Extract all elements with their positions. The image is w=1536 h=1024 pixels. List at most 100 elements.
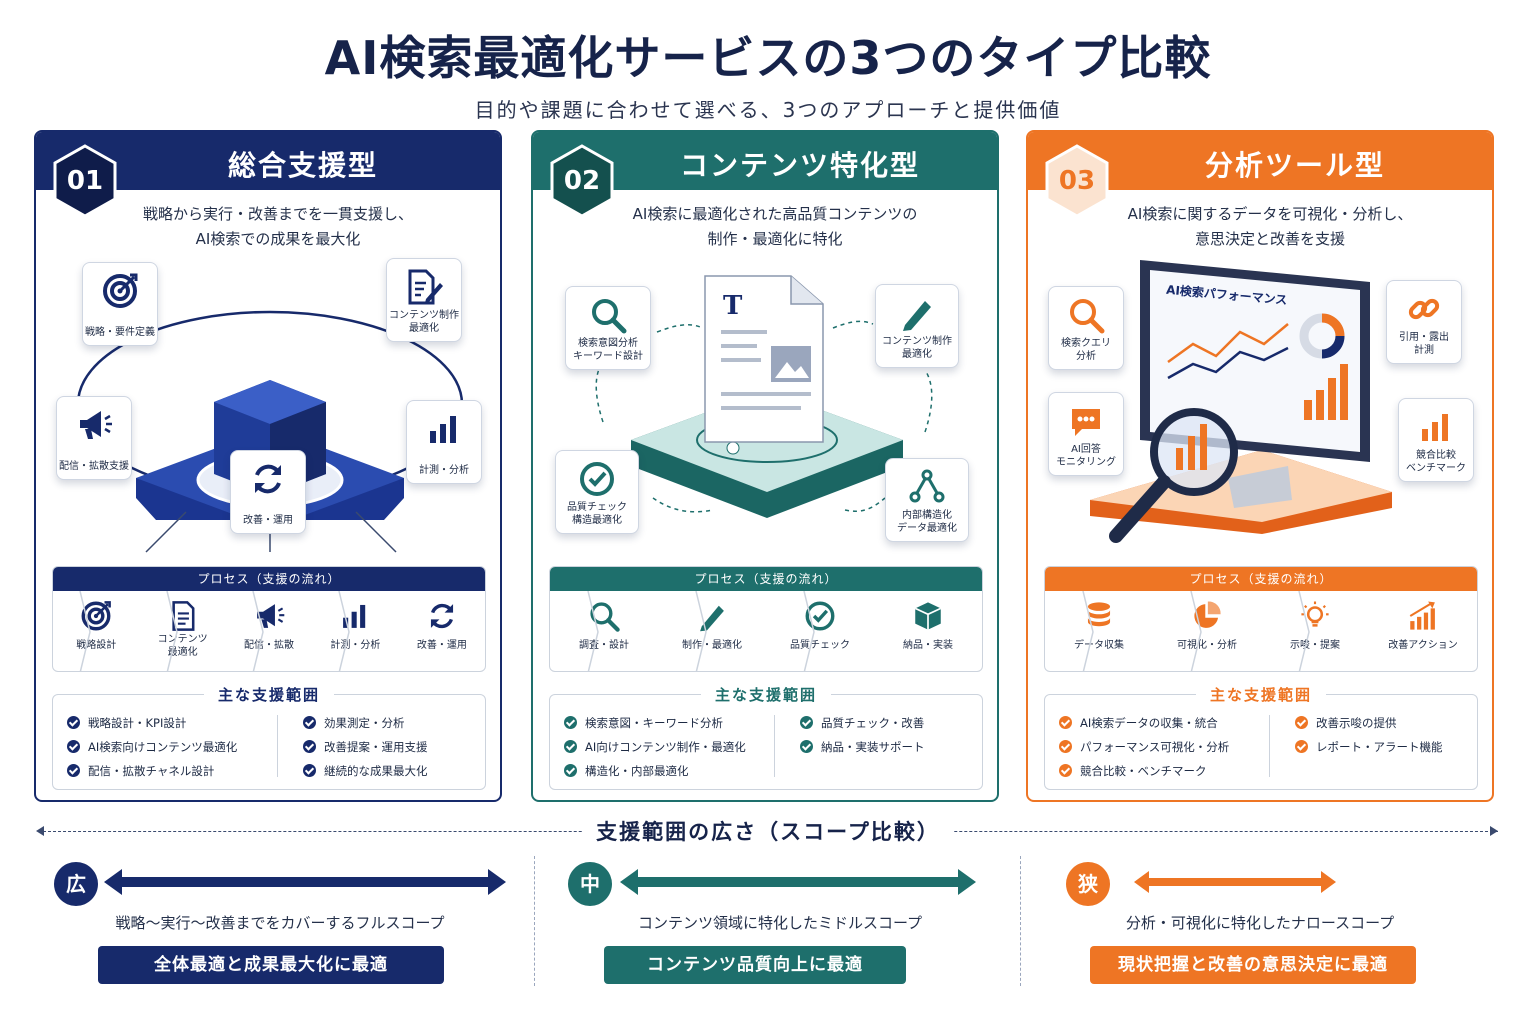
card-number: 02	[563, 166, 601, 196]
card-content-specialized: コンテンツ特化型 02 AI検索に最適化された高品質コンテンツの 制作・最適化に…	[531, 130, 999, 802]
arrow-right-icon	[1490, 826, 1498, 836]
chevron-right-icon	[587, 591, 599, 671]
divider	[1269, 715, 1270, 777]
structure-box: 内部構造化 データ最適化	[885, 458, 969, 542]
scope-item: AI検索データの収集・統合	[1059, 711, 1229, 735]
step-label: 改善・運用	[416, 640, 467, 651]
icon-label: 品質チェック 構造最適化	[567, 502, 627, 526]
scope-title: 主な支援範囲	[700, 686, 831, 704]
icon-label: AI回答 モニタリング	[1056, 444, 1116, 468]
double-arrow-icon	[620, 869, 976, 895]
card-description: AI検索に最適化された高品質コンテンツの 制作・最適化に特化	[573, 202, 977, 252]
scope-item: 品質チェック・改善	[800, 711, 925, 735]
process-step: 戦略設計	[53, 591, 139, 671]
scope-item: 改善示唆の提供	[1295, 711, 1443, 735]
content-creation-box: コンテンツ制作 最適化	[386, 258, 462, 342]
step-label: 可視化・分析	[1177, 640, 1237, 651]
chevron-right-icon	[165, 591, 178, 671]
search-icon	[588, 295, 628, 335]
scope-item-text: 構造化・内部最適化	[585, 764, 689, 778]
scope-recommendation: コンテンツ品質向上に最適	[604, 946, 906, 984]
chevron-right-icon	[79, 591, 91, 671]
desc-line-2: 制作・最適化に特化	[707, 230, 843, 248]
card-title: コンテンツ特化型	[679, 149, 920, 182]
scope-item-text: 改善提案・運用支援	[324, 740, 428, 754]
scope-item-text: 配信・拡散チャネル設計	[88, 764, 215, 778]
icon-label: 計測・分析	[419, 465, 469, 476]
divider	[1020, 856, 1021, 986]
scope-item: AI検索向けコンテンツ最適化	[67, 735, 237, 759]
check-icon	[1059, 716, 1072, 729]
icon-label: コンテンツ制作 最適化	[882, 336, 952, 360]
search-icon	[1066, 295, 1106, 335]
chevron-right-icon	[338, 591, 351, 671]
scope-comparison-title: 支援範囲の広さ（スコープ比較）	[582, 820, 954, 844]
link-icon	[1404, 289, 1444, 329]
scope-item-text: 納品・実装サポート	[821, 740, 925, 754]
scope-list-left: 検索意図・キーワード分析 AI向けコンテンツ制作・最適化 構造化・内部最適化	[564, 711, 746, 783]
illustration: T 検索意図分析 キーワード設計 コンテンツ制作 最適化 品質チェック 構造最適	[533, 252, 997, 562]
scope-item: 改善提案・運用支援	[303, 735, 428, 759]
scope-item-text: パフォーマンス可視化・分析	[1080, 740, 1230, 754]
process-step: 配信・拡散	[226, 591, 312, 671]
check-icon	[564, 764, 577, 777]
process-step: 納品・実装	[874, 591, 982, 671]
scope-item: 検索意図・キーワード分析	[564, 711, 746, 735]
scope-list-right: 改善示唆の提供 レポート・アラート機能	[1295, 711, 1443, 759]
scope-item: 配信・拡散チャネル設計	[67, 759, 237, 783]
scope-item-text: 継続的な成果最大化	[324, 764, 428, 778]
step-label: 納品・実装	[903, 640, 953, 651]
chevron-right-icon	[252, 591, 264, 671]
arrow-left-icon	[36, 826, 44, 836]
card-title: 分析ツール型	[1204, 149, 1385, 182]
chevron-right-icon	[695, 591, 707, 671]
scope-list-left: 戦略設計・KPI設計 AI検索向けコンテンツ最適化 配信・拡散チャネル設計	[67, 711, 237, 783]
scope-item: 効果測定・分析	[303, 711, 428, 735]
measurement-box: 計測・分析	[406, 400, 482, 484]
number-badge: 01	[52, 144, 118, 218]
process-steps: 調査・設計 制作・最適化 品質チェック 納品・実装	[550, 591, 982, 671]
scope-item-text: AI向けコンテンツ制作・最適化	[585, 740, 746, 754]
icon-label: 配信・拡散支援	[59, 461, 129, 472]
content-creation-box: コンテンツ制作 最適化	[875, 284, 959, 368]
scope-title: 主な支援範囲	[203, 686, 334, 704]
scope-item: パフォーマンス可視化・分析	[1059, 735, 1229, 759]
double-arrow-icon	[104, 869, 506, 895]
scope-description: 戦略〜実行〜改善までをカバーするフルスコープ	[115, 914, 445, 932]
scope-item: 継続的な成果最大化	[303, 759, 428, 783]
card-number: 01	[66, 166, 104, 196]
desc-line-2: 意思決定と改善を支援	[1194, 230, 1345, 248]
box-icon	[911, 599, 945, 633]
scope-item: 納品・実装サポート	[800, 735, 925, 759]
scope-badge-narrow: 狭	[1066, 862, 1110, 906]
card-number: 03	[1058, 166, 1096, 196]
process-step: 示唆・提案	[1261, 591, 1369, 671]
scope-item-text: 品質チェック・改善	[821, 716, 925, 730]
megaphone-icon	[74, 405, 114, 445]
process-title: プロセス（支援の流れ）	[550, 567, 982, 591]
scope-description: コンテンツ領域に特化したミドルスコープ	[637, 914, 923, 932]
analytics-monitor-graphic	[1090, 260, 1392, 543]
check-icon	[800, 740, 813, 753]
chevron-right-icon	[1082, 591, 1094, 671]
step-label: 戦略設計	[76, 640, 117, 651]
card-comprehensive-support: 総合支援型 01 戦略から実行・改善までを一貫支援し、 AI検索での成果を最大化…	[34, 130, 502, 802]
step-label: 制作・最適化	[682, 640, 742, 651]
step-label: 改善アクション	[1388, 640, 1458, 651]
scope-item-text: AI検索データの収集・統合	[1080, 716, 1218, 730]
illustration: 戦略設計 戦略・要件定義 コンテンツ制作 最適化 配信・拡散支援 計測・分析 改…	[36, 252, 500, 562]
scope-panel: 主な支援範囲 戦略設計・KPI設計 AI検索向けコンテンツ最適化 配信・拡散チャ…	[52, 686, 486, 790]
check-icon	[1295, 740, 1308, 753]
scope-item: 戦略設計・KPI設計	[67, 711, 237, 735]
desc-line-1: AI検索に関するデータを可視化・分析し、	[1127, 205, 1413, 223]
check-icon	[1059, 764, 1072, 777]
chevron-right-icon	[1190, 591, 1202, 671]
check-icon	[1059, 740, 1072, 753]
desc-line-1: AI検索に最適化された高品質コンテンツの	[632, 205, 918, 223]
process-title: プロセス（支援の流れ）	[1045, 567, 1477, 591]
search-intent-box: 検索意図分析 キーワード設計	[565, 286, 651, 370]
chevron-right-icon	[1298, 591, 1310, 671]
scope-item: AI向けコンテンツ制作・最適化	[564, 735, 746, 759]
bar-chart-icon	[1416, 407, 1456, 447]
card-description: AI検索に関するデータを可視化・分析し、 意思決定と改善を支援	[1068, 202, 1472, 252]
